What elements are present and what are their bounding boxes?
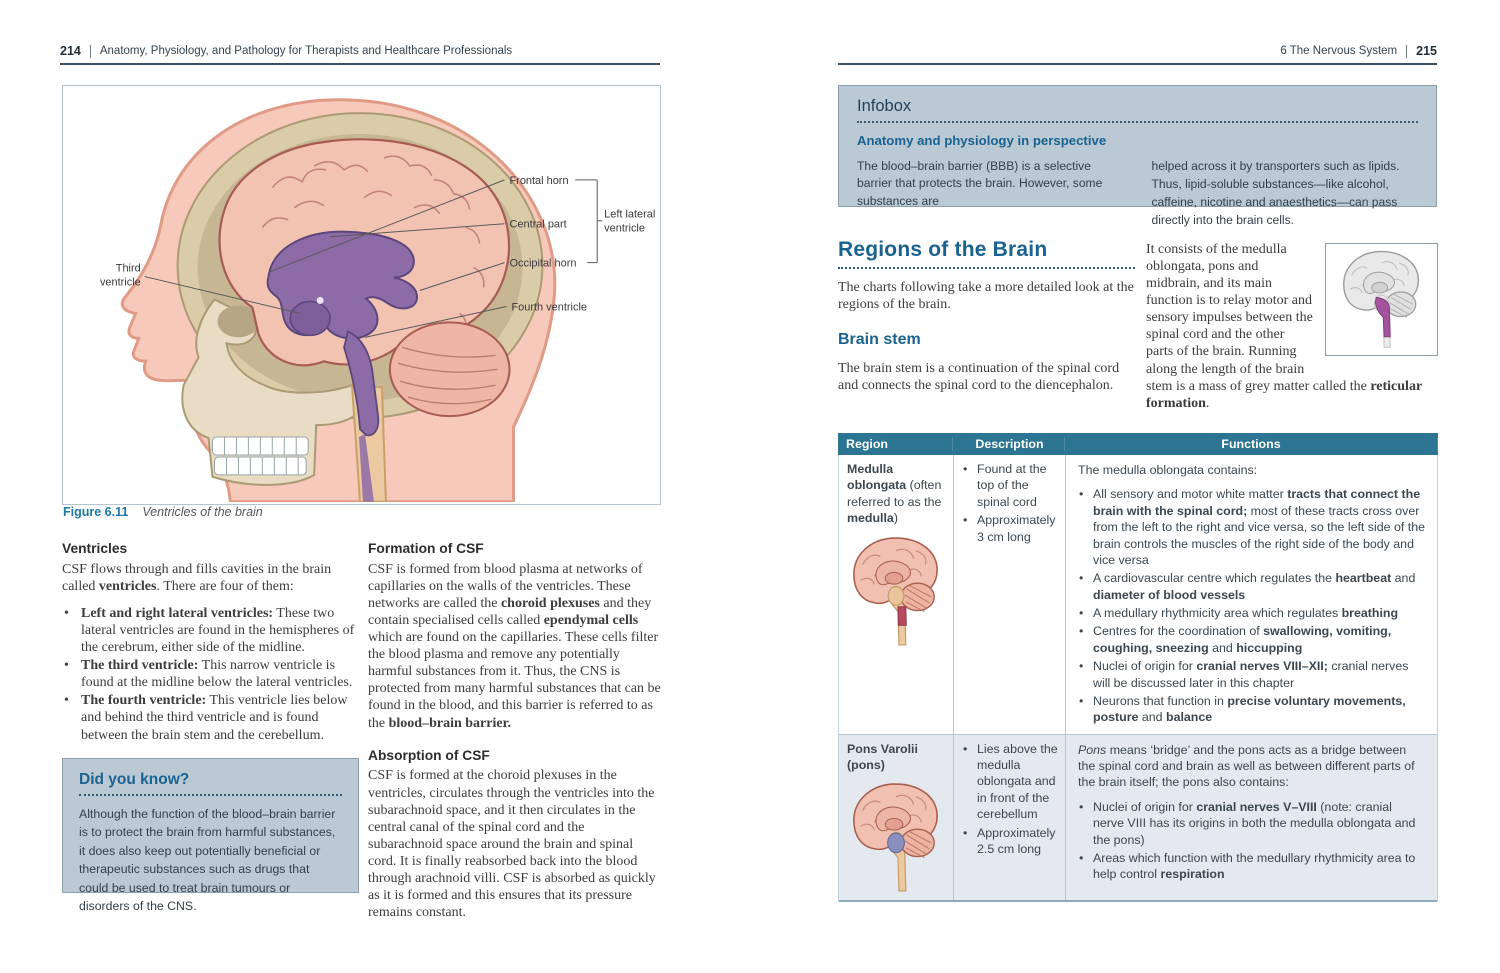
header-divider <box>1406 44 1408 58</box>
label-third-1: Third <box>116 263 141 275</box>
mini-brain-pons-icon <box>847 781 945 894</box>
infobox-col2: helped across it by transporters such as… <box>1152 131 1419 230</box>
col-header-region: Region <box>838 437 953 451</box>
list-item: The fourth ventricle: This ventricle lie… <box>62 692 358 743</box>
did-you-know-body: Although the function of the blood–brain… <box>79 807 336 914</box>
infobox-title: Infobox <box>857 97 1418 123</box>
right-header-title: 6 The Nervous System <box>1280 45 1398 57</box>
function-item: Neurons that function in precise volunta… <box>1078 693 1425 726</box>
table-header-row: Region Description Functions <box>838 433 1438 455</box>
brain-stem-thumbnail <box>1325 243 1438 356</box>
region-cell: Pons Varolii (pons) <box>839 734 954 901</box>
absorption-heading: Absorption of CSF <box>368 747 490 763</box>
label-central-part: Central part <box>509 219 566 231</box>
right-header-rule <box>838 63 1437 65</box>
description-cell: Found at the top of the spinal cord Appr… <box>954 455 1066 734</box>
label-left-lateral-1: Left lateral <box>604 209 655 221</box>
did-you-know-heading: Did you know? <box>79 771 342 796</box>
head-ventricles-illustration: Frontal horn Central part Occipital horn… <box>100 98 655 504</box>
function-item: Centres for the coordination of swallowi… <box>1078 623 1425 656</box>
functions-cell: Pons means ‘bridge’ and the pons acts as… <box>1066 735 1437 901</box>
brain-stem-intro: The brain stem is a continuation of the … <box>838 361 1120 394</box>
right-running-head: 6 The Nervous System 215 <box>838 44 1437 58</box>
left-running-head: 214 Anatomy, Physiology, and Pathology f… <box>60 44 512 58</box>
description-cell: Lies above the medulla oblongata and in … <box>954 734 1066 901</box>
region-name: Medulla oblongata (often referred to as … <box>847 462 942 526</box>
infobox: Infobox Anatomy and physiology in perspe… <box>838 85 1437 227</box>
function-item: All sensory and motor white matter tract… <box>1078 486 1425 568</box>
mini-brain-stem-icon <box>1331 249 1432 350</box>
header-divider <box>89 44 91 58</box>
did-you-know-box: Did you know? Although the function of t… <box>62 758 359 913</box>
description-item: Approximately 2.5 cm long <box>962 825 1059 858</box>
label-fourth-ventricle: Fourth ventricle <box>511 301 587 313</box>
figure-6-11: Frontal horn Central part Occipital horn… <box>62 85 661 505</box>
description-item: Found at the top of the spinal cord <box>962 461 1059 510</box>
infobox-col1: Anatomy and physiology in perspective Th… <box>857 131 1124 230</box>
description-item: Approximately 3 cm long <box>962 512 1059 545</box>
function-item: A medullary rhythmicity area which regul… <box>1078 605 1425 622</box>
list-item: Left and right lateral ventricles: These… <box>62 605 358 656</box>
figure-caption: Figure 6.11 Ventricles of the brain <box>63 505 263 519</box>
infobox-subtitle: Anatomy and physiology in perspective <box>857 133 1107 148</box>
brain-stem-detail-text: It consists of the medulla oblongata, po… <box>1146 242 1422 411</box>
col-header-functions: Functions <box>1065 437 1438 451</box>
mini-brain-medulla-icon <box>847 535 945 648</box>
left-header-title: Anatomy, Physiology, and Pathology for T… <box>99 45 513 57</box>
function-item: A cardiovascular centre which regulates … <box>1078 570 1425 603</box>
functions-intro: Pons means ‘bridge’ and the pons acts as… <box>1078 742 1415 790</box>
figure-caption-label: Figure 6.11 <box>63 505 129 519</box>
region-cell: Medulla oblongata (often referred to as … <box>839 455 954 734</box>
ventricles-heading: Ventricles <box>62 541 128 556</box>
right-page-number: 215 <box>1416 44 1437 58</box>
table-row-medulla: Medulla oblongata (often referred to as … <box>839 455 1437 734</box>
regions-intro: The charts following take a more detaile… <box>838 280 1134 313</box>
functions-intro: The medulla oblongata contains: <box>1078 463 1258 477</box>
infobox-col2-text: helped across it by transporters such as… <box>1151 159 1400 227</box>
function-item: Nuclei of origin for cranial nerves V–VI… <box>1078 799 1425 848</box>
ventricles-section: Ventricles CSF flows through and fills c… <box>62 541 358 745</box>
formation-heading: Formation of CSF <box>368 541 484 556</box>
brain-stem-heading: Brain stem <box>838 331 921 348</box>
table-row-pons: Pons Varolii (pons) Lies above the medul… <box>839 733 1437 903</box>
col-header-description: Description <box>953 437 1065 451</box>
absorption-body: CSF is formed at the choroid plexuses in… <box>368 768 656 921</box>
description-item: Lies above the medulla oblongata and in … <box>962 741 1059 823</box>
label-left-lateral-2: ventricle <box>604 223 645 235</box>
list-item: The third ventricle: This narrow ventric… <box>62 657 358 691</box>
ventricles-intro: CSF flows through and fills cavities in … <box>62 561 332 594</box>
ventricles-list: Left and right lateral ventricles: These… <box>62 605 358 744</box>
figure-caption-title: Ventricles of the brain <box>142 505 263 519</box>
region-name: Pons Varolii (pons) <box>847 741 918 772</box>
function-item: Nuclei of origin for cranial nerves VIII… <box>1078 658 1425 691</box>
brain-stem-detail: It consists of the medulla oblongata, po… <box>1146 241 1438 412</box>
csf-column: Formation of CSF CSF is formed from bloo… <box>368 541 661 931</box>
formation-body: CSF is formed from blood plasma at netwo… <box>368 561 661 731</box>
infobox-col1-text: The blood–brain barrier (BBB) is a selec… <box>857 158 1103 209</box>
left-header-rule <box>60 63 660 65</box>
functions-cell: The medulla oblongata contains: All sens… <box>1066 455 1437 734</box>
regions-heading: Regions of the Brain <box>838 238 1135 269</box>
brain-regions-table: Region Description Functions Medulla obl… <box>838 433 1438 903</box>
left-page-number: 214 <box>60 44 81 58</box>
label-frontal-horn: Frontal horn <box>509 175 568 187</box>
label-third-2: ventricle <box>100 277 141 289</box>
function-item: Areas which function with the medullary … <box>1078 850 1425 883</box>
label-occipital-horn: Occipital horn <box>509 258 576 270</box>
